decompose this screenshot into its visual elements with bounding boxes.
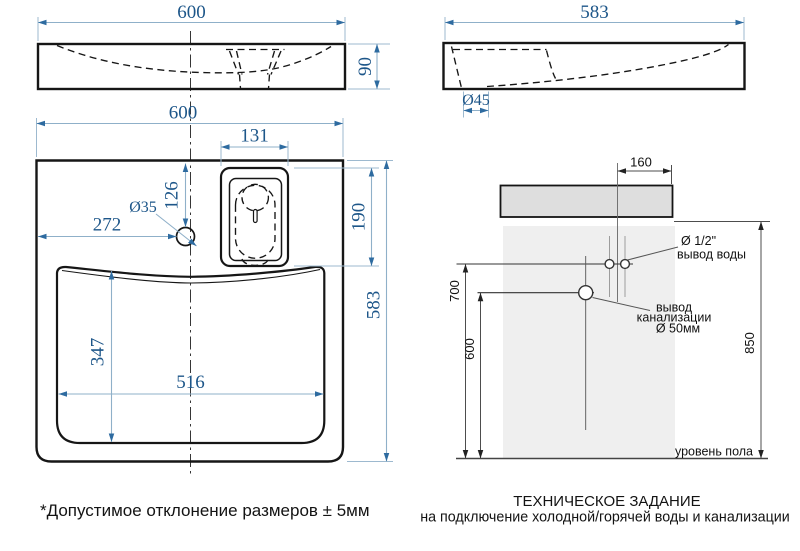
spec-title: ТЕХНИЧЕСКОЕ ЗАДАНИЕ — [513, 493, 700, 510]
water-outlet-right — [619, 258, 631, 270]
tolerance-note: *Допустимое отклонение размеров ± 5мм — [40, 501, 370, 520]
dim-front-width: 600 — [177, 2, 206, 23]
sewer-outlet — [578, 285, 594, 301]
hole-offset-top-dimension: 126 — [162, 163, 189, 227]
plan-width-dimension: 600 — [36, 103, 344, 157]
sink-outline — [35, 159, 345, 463]
front-view: 600 90 — [36, 2, 390, 476]
bowl-profile-hidden-line — [56, 44, 332, 74]
faucet-body-hidden-line — [234, 184, 276, 259]
dim-water-height: 700 — [447, 280, 462, 302]
front-view-body — [36, 42, 347, 91]
water-outlet-label: вывод воды — [677, 248, 746, 262]
wall-shading — [503, 226, 675, 459]
sink-profile — [499, 184, 674, 218]
dim-plan-width: 600 — [169, 103, 198, 124]
drain-recess-hidden-lines — [226, 48, 285, 89]
dim-water-offset: 160 — [630, 155, 652, 170]
hole-dia-callout: Ø35 — [129, 199, 197, 247]
dim-bowl-depth: 347 — [88, 338, 109, 367]
sewer-label-line1: вывод — [656, 301, 693, 315]
faucet-platform — [219, 166, 290, 268]
bowl-depth-dimension: 347 — [88, 271, 115, 442]
dim-mount-height: 850 — [742, 332, 757, 354]
recess-width-dimension: 131 — [220, 126, 289, 166]
faucet-spout-hidden-line — [241, 183, 270, 212]
dim-recess-width: 131 — [240, 126, 269, 147]
sewer-dia-label: Ø 50мм — [656, 322, 700, 336]
water-outlet-left — [604, 258, 615, 270]
sewer-leader-line — [592, 297, 651, 311]
side-hidden-lines — [450, 43, 729, 89]
hole-offset-left-dimension: 272 — [38, 215, 177, 240]
dim-sewer-height: 600 — [462, 338, 477, 360]
top-view: 600 131 Ø35 — [35, 103, 393, 463]
plan-depth-dimension: 583 — [347, 160, 393, 462]
faucet-slot — [252, 208, 258, 224]
mount-height-dimension: 850 — [674, 221, 770, 459]
dim-hole-offset-left: 272 — [93, 215, 122, 236]
dim-front-thickness: 90 — [355, 57, 376, 76]
side-view-body — [442, 41, 746, 91]
front-width-dimension: 600 — [37, 2, 346, 41]
side-depth-dimension: 583 — [444, 2, 745, 40]
side-view: 583 Ø45 — [442, 2, 746, 118]
sewer-label-line2: канализации — [637, 311, 712, 325]
dim-bowl-width: 516 — [176, 372, 205, 393]
floor-level-label: уровень пола — [675, 445, 753, 459]
faucet-base-hidden-line — [241, 258, 270, 267]
installation-diagram: 160 Ø 1/2" вывод воды вывод канализации … — [447, 155, 770, 460]
front-thickness-dimension: 90 — [348, 43, 390, 90]
dim-hole-offset-top: 126 — [162, 181, 183, 210]
basin-outline — [55, 265, 326, 445]
water-dia-label: Ø 1/2" — [681, 234, 716, 248]
faucet-platform-inner — [228, 177, 283, 262]
water-offset-dimension: 160 — [617, 155, 672, 184]
dim-drain-dia: Ø45 — [462, 92, 490, 109]
water-height-dimension: 700 — [447, 264, 469, 459]
faucet-platform-outer — [219, 166, 290, 268]
dim-plan-depth: 583 — [364, 291, 385, 320]
water-leader-line — [627, 246, 679, 261]
drain-hole-dimension: Ø45 — [462, 91, 490, 118]
dim-side-depth: 583 — [580, 2, 609, 23]
dim-recess-depth: 190 — [349, 203, 370, 232]
spec-subtitle: на подключение холодной/горячей воды и к… — [420, 510, 790, 526]
dim-hole-dia: Ø35 — [129, 199, 157, 216]
recess-depth-dimension: 190 — [294, 167, 379, 267]
bowl-width-dimension: 516 — [58, 372, 324, 397]
sewer-height-dimension: 600 — [462, 292, 484, 459]
